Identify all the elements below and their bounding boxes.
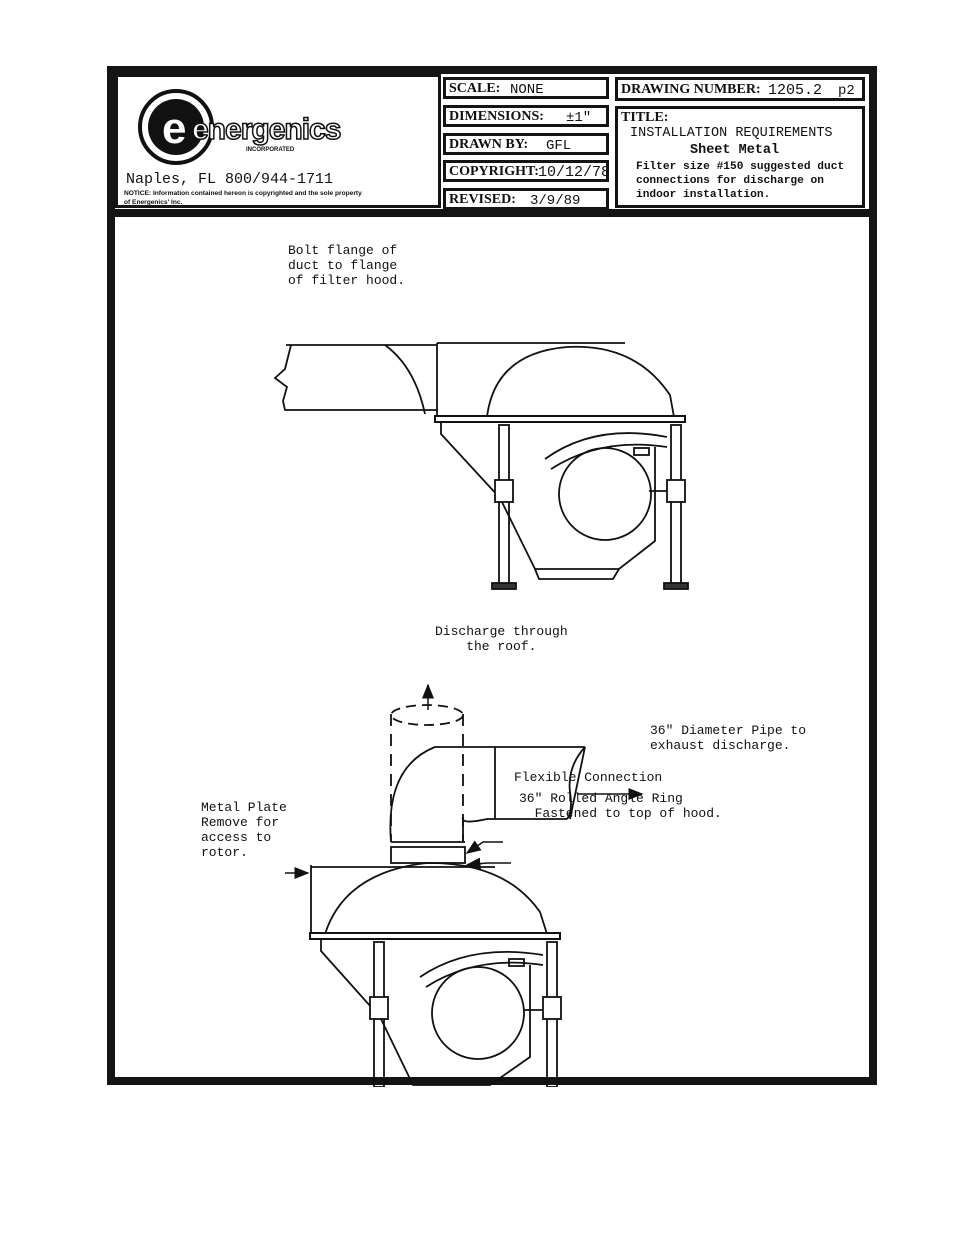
top-foot-left [491, 582, 517, 590]
logo-subtext: INCORPORATED [246, 147, 295, 153]
dimensions-label: DIMENSIONS: [449, 109, 544, 124]
discharge-dashed-top [390, 704, 464, 726]
diameter-pipe-note: 36" Diameter Pipe to exhaust discharge. [650, 723, 807, 753]
pipe-end-back [569, 746, 586, 820]
drawn-by-value: GFL [546, 138, 572, 154]
leader-lines [285, 683, 644, 879]
drawing-frame: e energenics INCORPORATED Naples, FL 800… [107, 66, 877, 1087]
bolt-flange-note: Bolt flange of duct to flange of filter … [288, 243, 406, 288]
top-hood-plate [434, 415, 686, 423]
drawing-number-label: DRAWING NUMBER: [621, 82, 761, 97]
top-hopper-base [534, 568, 620, 580]
top-leg-right [670, 424, 682, 586]
title-desc3: indoor installation. [636, 189, 771, 201]
bottom-rotor-housing [419, 950, 544, 978]
title-desc1: Filter size #150 suggested duct [636, 161, 845, 173]
metal-plate-note: Metal Plate Remove for access to rotor. [201, 800, 287, 860]
bottom-rotor-housing-inner [425, 961, 544, 988]
bottom-rotor-circle [431, 966, 525, 1060]
flexible-connection [390, 846, 466, 864]
bottom-hopper [320, 940, 531, 1086]
drawing-number-cell: DRAWING NUMBER: 1205.2 p2 [615, 77, 865, 101]
bottom-leg-right-clamp [542, 996, 562, 1020]
bottom-access-slot [508, 958, 525, 967]
logo-wordmark: energenics [191, 112, 342, 147]
top-access-slot [633, 447, 650, 456]
flexible-connection-arrow [465, 840, 503, 854]
top-rotor-housing [544, 432, 668, 460]
bottom-hood-plate [309, 932, 561, 940]
pipe-end [566, 746, 586, 820]
top-duct-arc [384, 344, 426, 415]
top-hood-dome [486, 345, 675, 418]
copyright-notice-line1: NOTICE: Information contained hereon is … [124, 190, 362, 197]
logo-disc [148, 99, 204, 155]
bottom-hood-dome [324, 862, 548, 935]
top-filter-unit [273, 342, 689, 590]
rolled-angle-ring-note: 36" Rolled Angle Ring Fastened to top of… [519, 791, 722, 821]
revised-cell: REVISED: 3/9/89 [443, 188, 609, 210]
scale-label: SCALE: [449, 81, 501, 96]
scale-value: NONE [510, 82, 544, 98]
bottom-filter-unit [309, 704, 586, 1087]
drawing-number-value: 1205.2 [768, 82, 823, 99]
revised-label: REVISED: [449, 192, 516, 207]
flexible-connection-note: Flexible Connection [514, 770, 663, 785]
discharge-roof-note: Discharge through the roof. [435, 624, 568, 654]
title-line2: Sheet Metal [690, 143, 780, 158]
title-block-divider [115, 209, 869, 217]
dimensions-value: ±1" [566, 110, 592, 126]
copyright-label: COPYRIGHT: [449, 164, 539, 179]
drawing-page: p2 [838, 83, 855, 99]
installation-drawing [273, 342, 689, 1087]
copyright-value: 10/12/78 [538, 164, 609, 181]
logo-letter-e: e [162, 104, 186, 153]
title-label: TITLE: [621, 110, 669, 125]
title-line1: INSTALLATION REQUIREMENTS [630, 126, 833, 141]
top-rotor-circle [558, 447, 652, 541]
elbow-outer [389, 746, 585, 843]
bottom-leg-left-clamp [369, 996, 389, 1020]
copyright-notice-line2: of Energenics' Inc. [124, 199, 183, 206]
dimensions-cell: DIMENSIONS: ±1" [443, 105, 609, 127]
company-location: Naples, FL 800/944-1711 [126, 171, 334, 188]
top-leg-left-clamp [494, 479, 514, 503]
company-logo: e [138, 89, 214, 165]
title-desc2: connections for discharge on [636, 175, 824, 187]
logo-ring [138, 89, 214, 165]
copyright-cell: COPYRIGHT: 10/12/78 [443, 160, 609, 182]
elbow-inner [461, 816, 495, 842]
top-foot-right [663, 582, 689, 590]
company-block: e energenics INCORPORATED Naples, FL 800… [115, 74, 441, 208]
title-cell: TITLE: INSTALLATION REQUIREMENTS Sheet M… [615, 106, 865, 208]
top-leg-right-clamp [666, 479, 686, 503]
scale-cell: SCALE: NONE [443, 77, 609, 99]
rolled-ring-arrow [465, 857, 511, 870]
drawn-by-cell: DRAWN BY: GFL [443, 133, 609, 155]
revised-value: 3/9/89 [530, 193, 581, 209]
top-duct [273, 344, 437, 411]
drawn-by-label: DRAWN BY: [449, 137, 529, 152]
